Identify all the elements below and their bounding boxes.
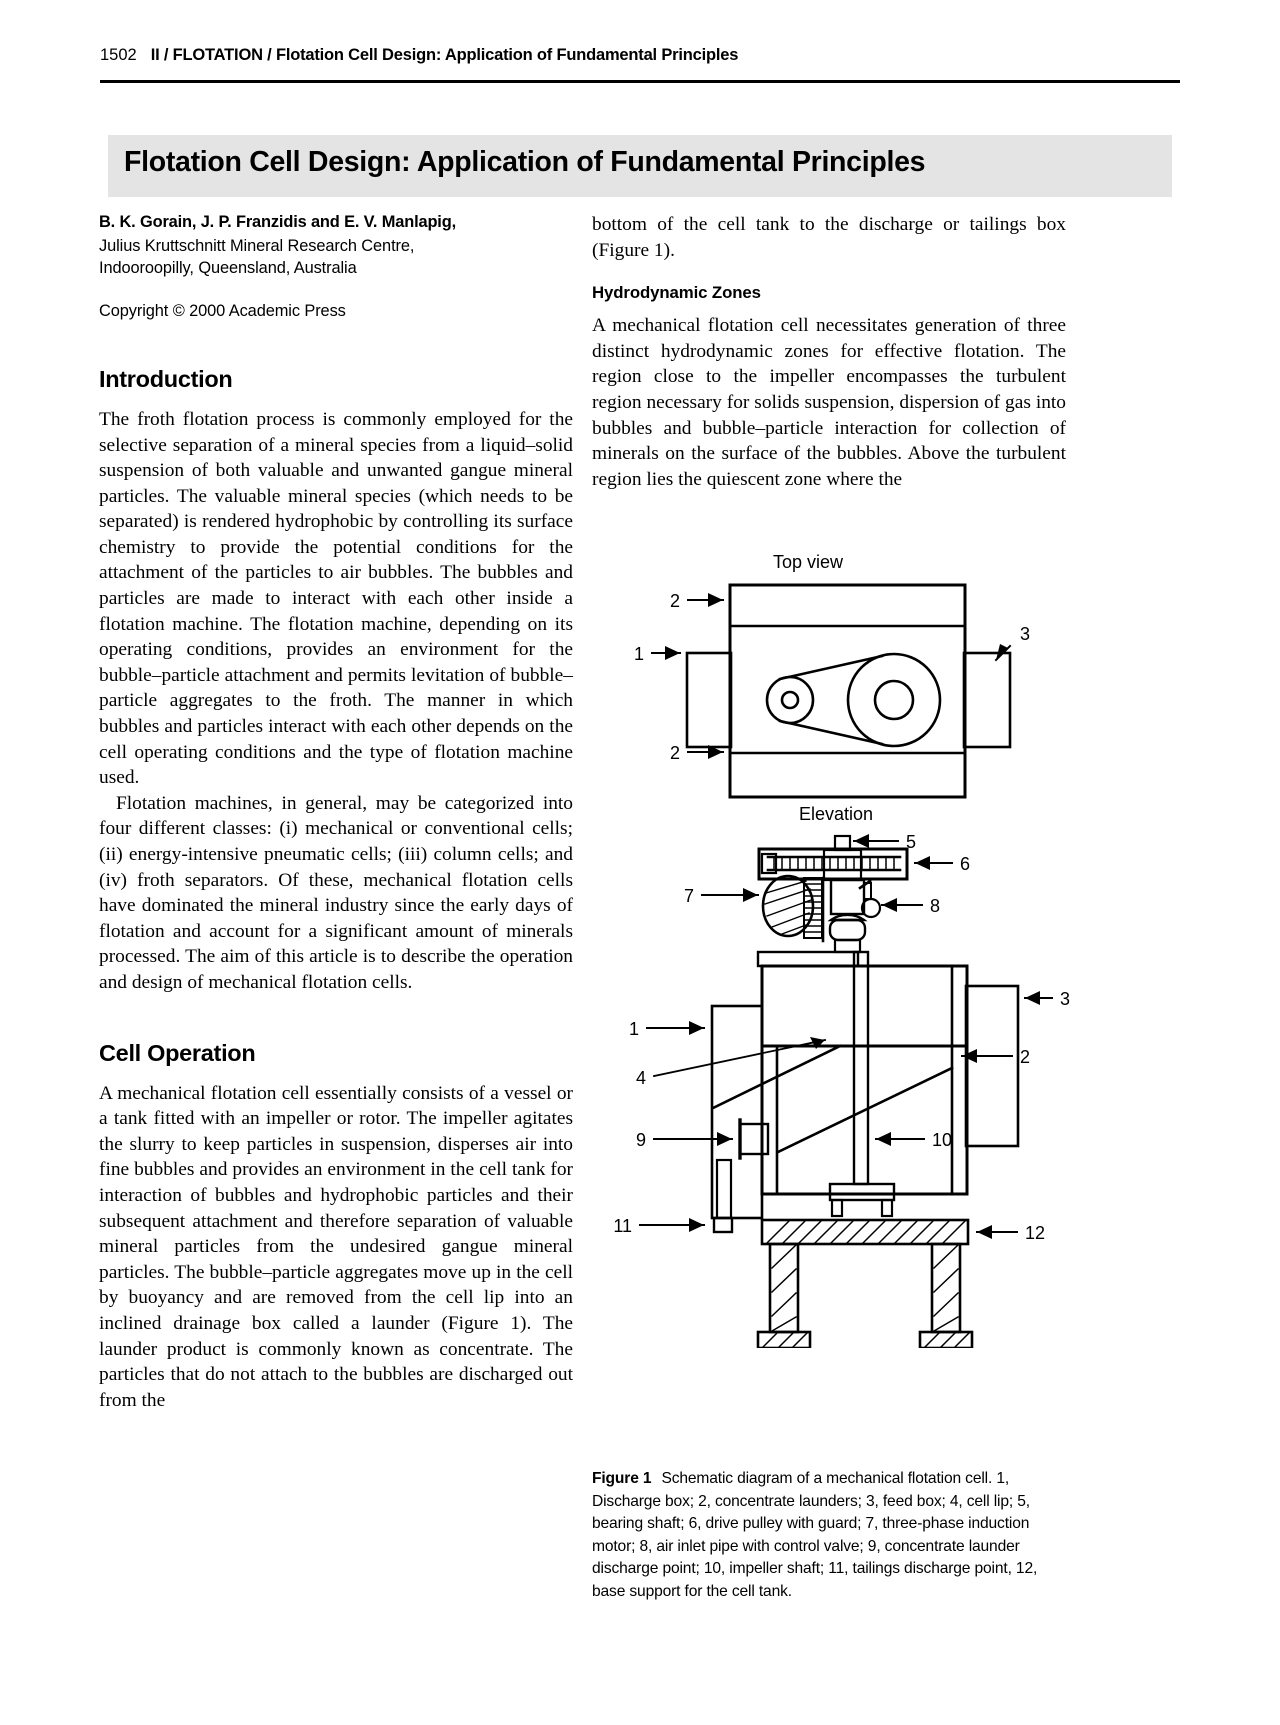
figure-caption-label: Figure 1 — [592, 1470, 652, 1487]
author-list: B. K. Gorain, J. P. Franzidis and E. V. … — [99, 213, 456, 231]
figure-callout-7: 7 — [684, 886, 694, 906]
right-column: bottom of the cell tank to the discharge… — [592, 212, 1066, 492]
figure-callout-8: 8 — [930, 896, 940, 916]
page-folio: 1502 — [100, 46, 137, 64]
title-banner — [108, 135, 1172, 197]
figure-callout-6: 6 — [960, 854, 970, 874]
heading-introduction: Introduction — [99, 365, 233, 392]
figure-top-view-label: Top view — [773, 552, 844, 572]
intro-paragraph-1: The froth flotation process is commonly … — [99, 408, 573, 789]
affiliation-line-1: Julius Kruttschnitt Mineral Research Cen… — [99, 236, 415, 255]
figure-callout-9: 9 — [636, 1130, 646, 1150]
figure-elevation-label: Elevation — [799, 804, 873, 824]
figure-1-graphic: Top view Elevation 2 1 3 2 5 6 7 8 3 1 4… — [592, 548, 1072, 1348]
figure-callout-2c: 2 — [1020, 1047, 1030, 1067]
heading-cell-operation: Cell Operation — [99, 1039, 256, 1066]
figure-callout-12: 12 — [1025, 1223, 1045, 1243]
figure-callout-10: 10 — [932, 1130, 952, 1150]
figure-callout-5: 5 — [906, 832, 916, 852]
left-column: B. K. Gorain, J. P. Franzidis and E. V. … — [99, 212, 573, 1413]
figure-callout-3a: 3 — [1020, 624, 1030, 644]
cell-operation-continuation: bottom of the cell tank to the discharge… — [592, 214, 1066, 261]
running-head-section: II / FLOTATION / Flotation Cell Design: … — [150, 46, 739, 64]
figure-callout-4: 4 — [636, 1068, 646, 1088]
header-rule — [100, 80, 1180, 83]
hydrodynamic-paragraph-1: A mechanical flotation cell necessitates… — [592, 315, 1066, 490]
figure-callout-11: 11 — [613, 1216, 632, 1236]
flotation-cell-schematic: Top view Elevation 2 1 3 2 5 6 7 8 3 1 4… — [613, 552, 1070, 1348]
figure-callout-2a: 2 — [670, 591, 680, 611]
heading-hydrodynamic-zones: Hydrodynamic Zones — [592, 283, 761, 303]
figure-callout-3b: 3 — [1060, 989, 1070, 1009]
affiliation-line-2: Indooroopilly, Queensland, Australia — [99, 259, 357, 278]
cell-operation-paragraph-1: A mechanical flotation cell essentially … — [99, 1082, 573, 1411]
page-title: Flotation Cell Design: Application of Fu… — [124, 146, 926, 178]
figure-caption-text: Schematic diagram of a mechanical flotat… — [592, 1470, 1038, 1600]
figure-callout-1a: 1 — [634, 644, 644, 664]
intro-paragraph-2: Flotation machines, in general, may be c… — [99, 792, 573, 993]
copyright-notice: Copyright © 2000 Academic Press — [99, 301, 346, 320]
figure-callout-2b: 2 — [670, 743, 680, 763]
figure-callout-1b: 1 — [629, 1019, 639, 1039]
running-head: 1502 II / FLOTATION / Flotation Cell Desi… — [100, 46, 1180, 65]
